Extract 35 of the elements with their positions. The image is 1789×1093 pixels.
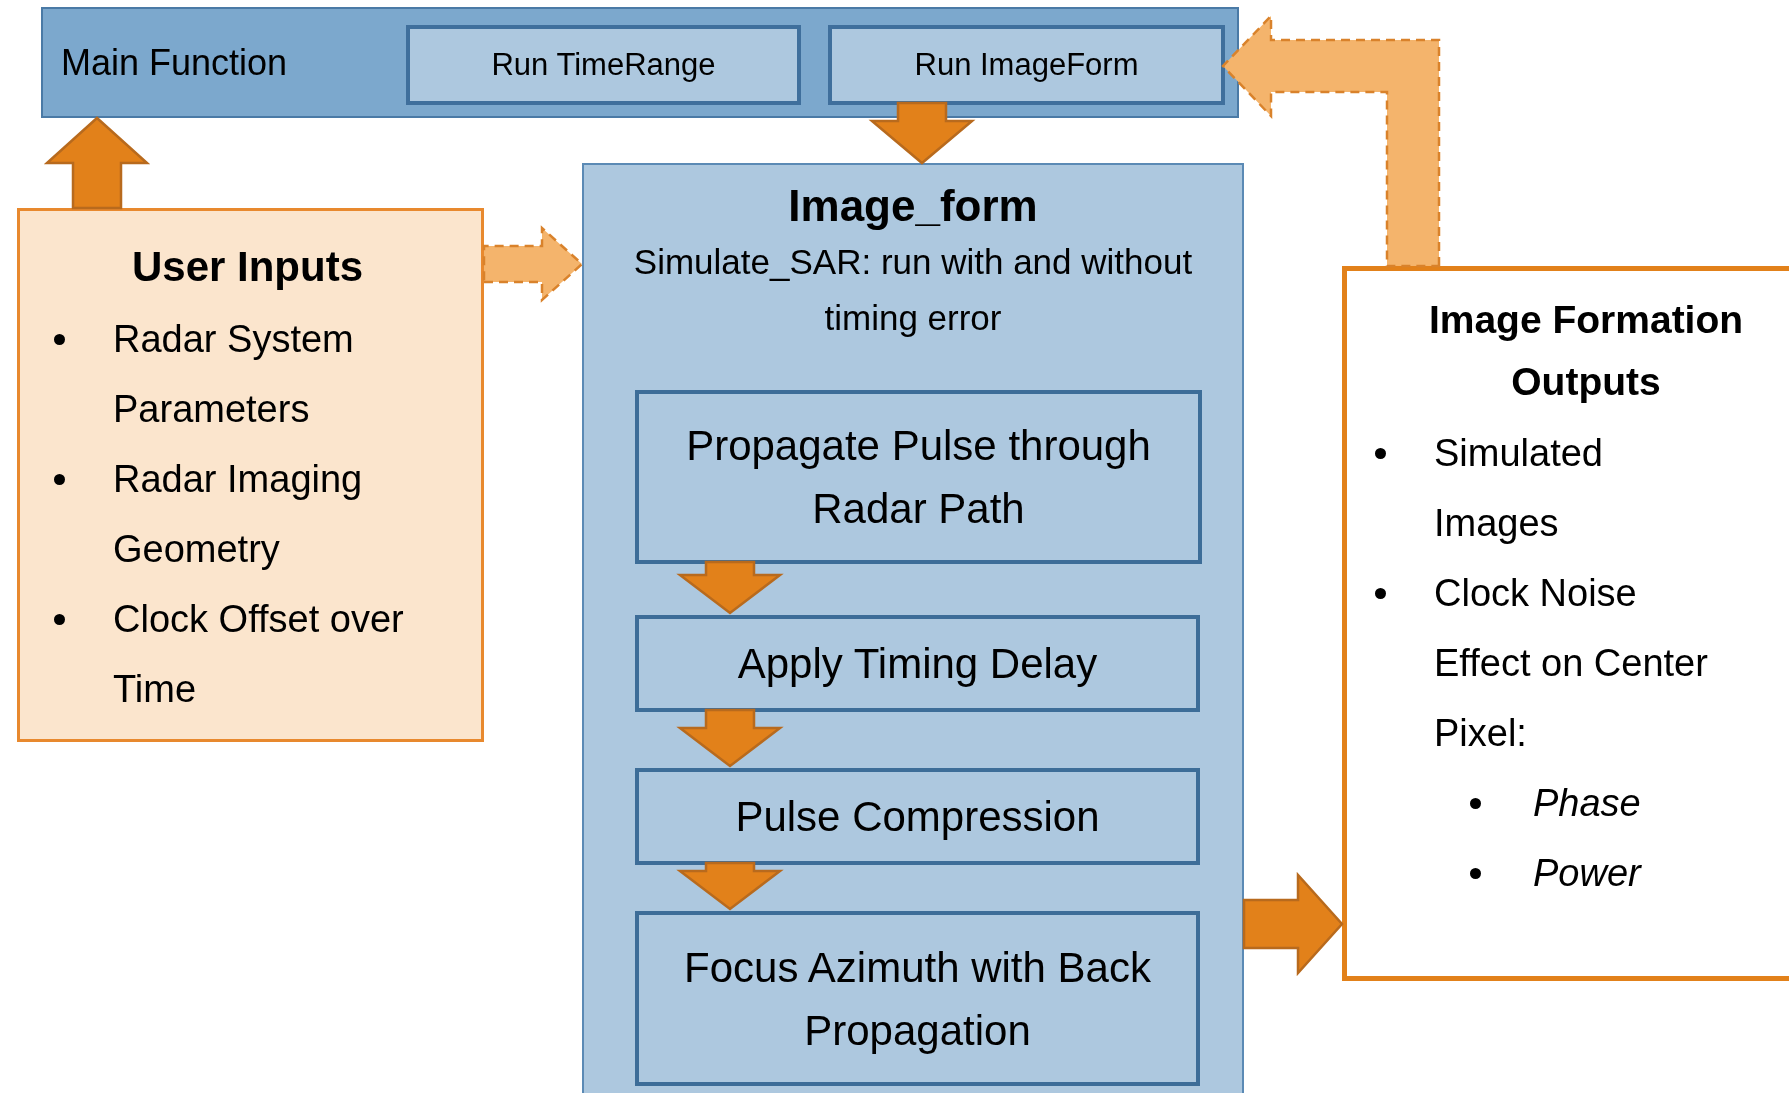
list-item-text: Radar Imaging Geometry (113, 457, 364, 573)
bar-label: Main Function (61, 41, 288, 84)
process-box (635, 768, 1200, 865)
block-arrow (676, 560, 784, 615)
box-label: Apply Timing Delay (737, 639, 1098, 689)
process-box (828, 25, 1225, 105)
output-panel (1342, 266, 1789, 981)
list-item-text: Clock Noise Effect on Center Pixel: (1434, 570, 1709, 756)
list-item-text: Simulated Images (1434, 430, 1604, 546)
box-label: Propagate Pulse through Radar Path (685, 421, 1152, 534)
panel-heading: Image_form (787, 180, 1039, 232)
panel-heading: Image Formation Outputs (1427, 297, 1745, 406)
block-arrow (676, 708, 784, 768)
header-bar (41, 7, 1239, 118)
block-arrow (676, 861, 784, 911)
panel-heading: User Inputs (130, 242, 364, 292)
process-box (635, 911, 1200, 1086)
list-item-text: Power (1533, 850, 1643, 896)
box-label: Pulse Compression (735, 792, 1100, 842)
block-arrow (868, 101, 976, 165)
process-box (406, 25, 801, 105)
process-box (635, 390, 1202, 564)
list-item-text: Phase (1533, 780, 1642, 826)
list-item-text: Clock Offset over Time (113, 597, 405, 713)
block-arrow (482, 225, 584, 303)
block-arrow (43, 116, 151, 210)
input-panel (17, 208, 484, 742)
module-panel (582, 163, 1244, 1093)
process-box (635, 615, 1200, 712)
block-arrow (1242, 871, 1344, 977)
list-item-text: Radar System Parameters (113, 317, 355, 433)
box-label: Run TimeRange (491, 47, 716, 83)
box-label: Focus Azimuth with Back Propagation (683, 942, 1152, 1056)
panel-subtitle: Simulate_SAR: run with and without timing error (632, 241, 1194, 340)
box-label: Run ImageForm (914, 47, 1139, 83)
